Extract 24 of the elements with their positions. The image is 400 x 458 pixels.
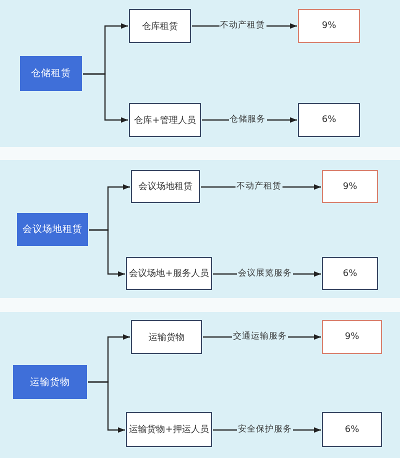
category-box: 运输货物	[13, 365, 87, 399]
rate-box: 6%	[322, 257, 378, 290]
rate-box: 6%	[298, 103, 360, 137]
rate-box: 9%	[322, 170, 378, 203]
process-box: 运输货物+押运人员	[126, 412, 212, 447]
arrow	[88, 381, 125, 433]
process-box: 会议场地租赁	[131, 170, 200, 203]
edge-label: 仓储服务	[228, 114, 266, 126]
rate-box: 6%	[322, 412, 382, 447]
edge-label: 不动产租赁	[219, 20, 266, 32]
edge-label: 会议展览服务	[237, 268, 293, 280]
category-box: 会议场地租赁	[17, 213, 88, 246]
process-box: 仓库+管理人员	[129, 103, 201, 137]
process-box: 会议场地+服务人员	[126, 257, 212, 290]
rate-box: 9%	[298, 9, 360, 43]
rate-box: 9%	[322, 320, 382, 354]
process-box: 仓库租赁	[129, 9, 191, 43]
edge-label: 安全保护服务	[237, 424, 293, 436]
process-box: 运输货物	[131, 320, 202, 354]
arrow	[89, 229, 125, 277]
arrow	[83, 73, 128, 123]
category-box: 仓储租赁	[20, 56, 82, 91]
edge-label: 不动产租赁	[236, 182, 282, 192]
edge-label: 交通运输服务	[232, 332, 288, 342]
